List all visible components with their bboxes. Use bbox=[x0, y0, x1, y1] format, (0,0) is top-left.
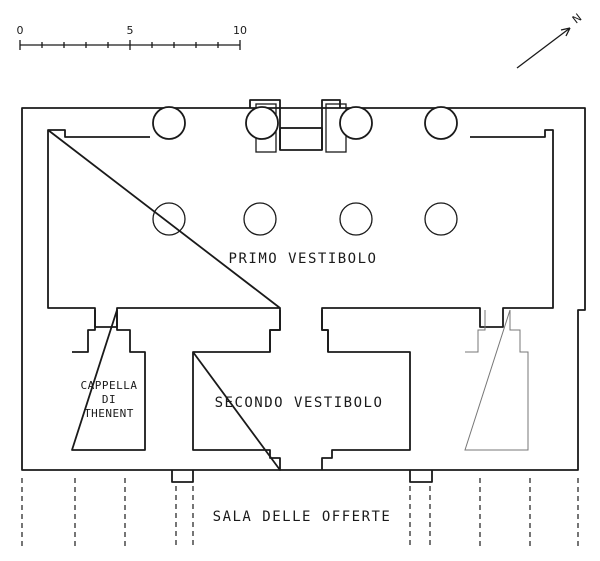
column bbox=[152, 202, 186, 236]
chapel-wall bbox=[71, 309, 146, 451]
column bbox=[243, 202, 277, 236]
first-vestibule-wall bbox=[47, 127, 554, 352]
column bbox=[152, 106, 186, 140]
column bbox=[245, 106, 279, 140]
scale-bar: 0 5 10 bbox=[17, 24, 247, 50]
column bbox=[424, 106, 458, 140]
facade-columns bbox=[152, 106, 458, 140]
offering-hall-edge bbox=[21, 470, 579, 548]
second-vestibule-wall bbox=[192, 310, 411, 471]
cappella-label-line2: DI bbox=[102, 393, 116, 406]
column bbox=[424, 202, 458, 236]
north-arrow-icon: N bbox=[516, 11, 584, 69]
north-label: N bbox=[570, 11, 584, 26]
scale-tick-label: 0 bbox=[17, 24, 24, 37]
sala-offerte-label: SALA DELLE OFFERTE bbox=[213, 509, 392, 525]
primo-vestibolo-label: PRIMO VESTIBOLO bbox=[229, 251, 378, 267]
interior-columns bbox=[152, 202, 458, 236]
cappella-label-line1: CAPPELLA bbox=[81, 379, 138, 392]
column bbox=[339, 106, 373, 140]
secondo-vestibolo-label: SECONDO VESTIBOLO bbox=[215, 395, 384, 411]
east-room-wall bbox=[464, 309, 529, 451]
column bbox=[339, 202, 373, 236]
cappella-label-line3: THENENT bbox=[84, 407, 134, 420]
scale-tick-label: 5 bbox=[127, 24, 134, 37]
scale-tick-label: 10 bbox=[233, 24, 247, 37]
